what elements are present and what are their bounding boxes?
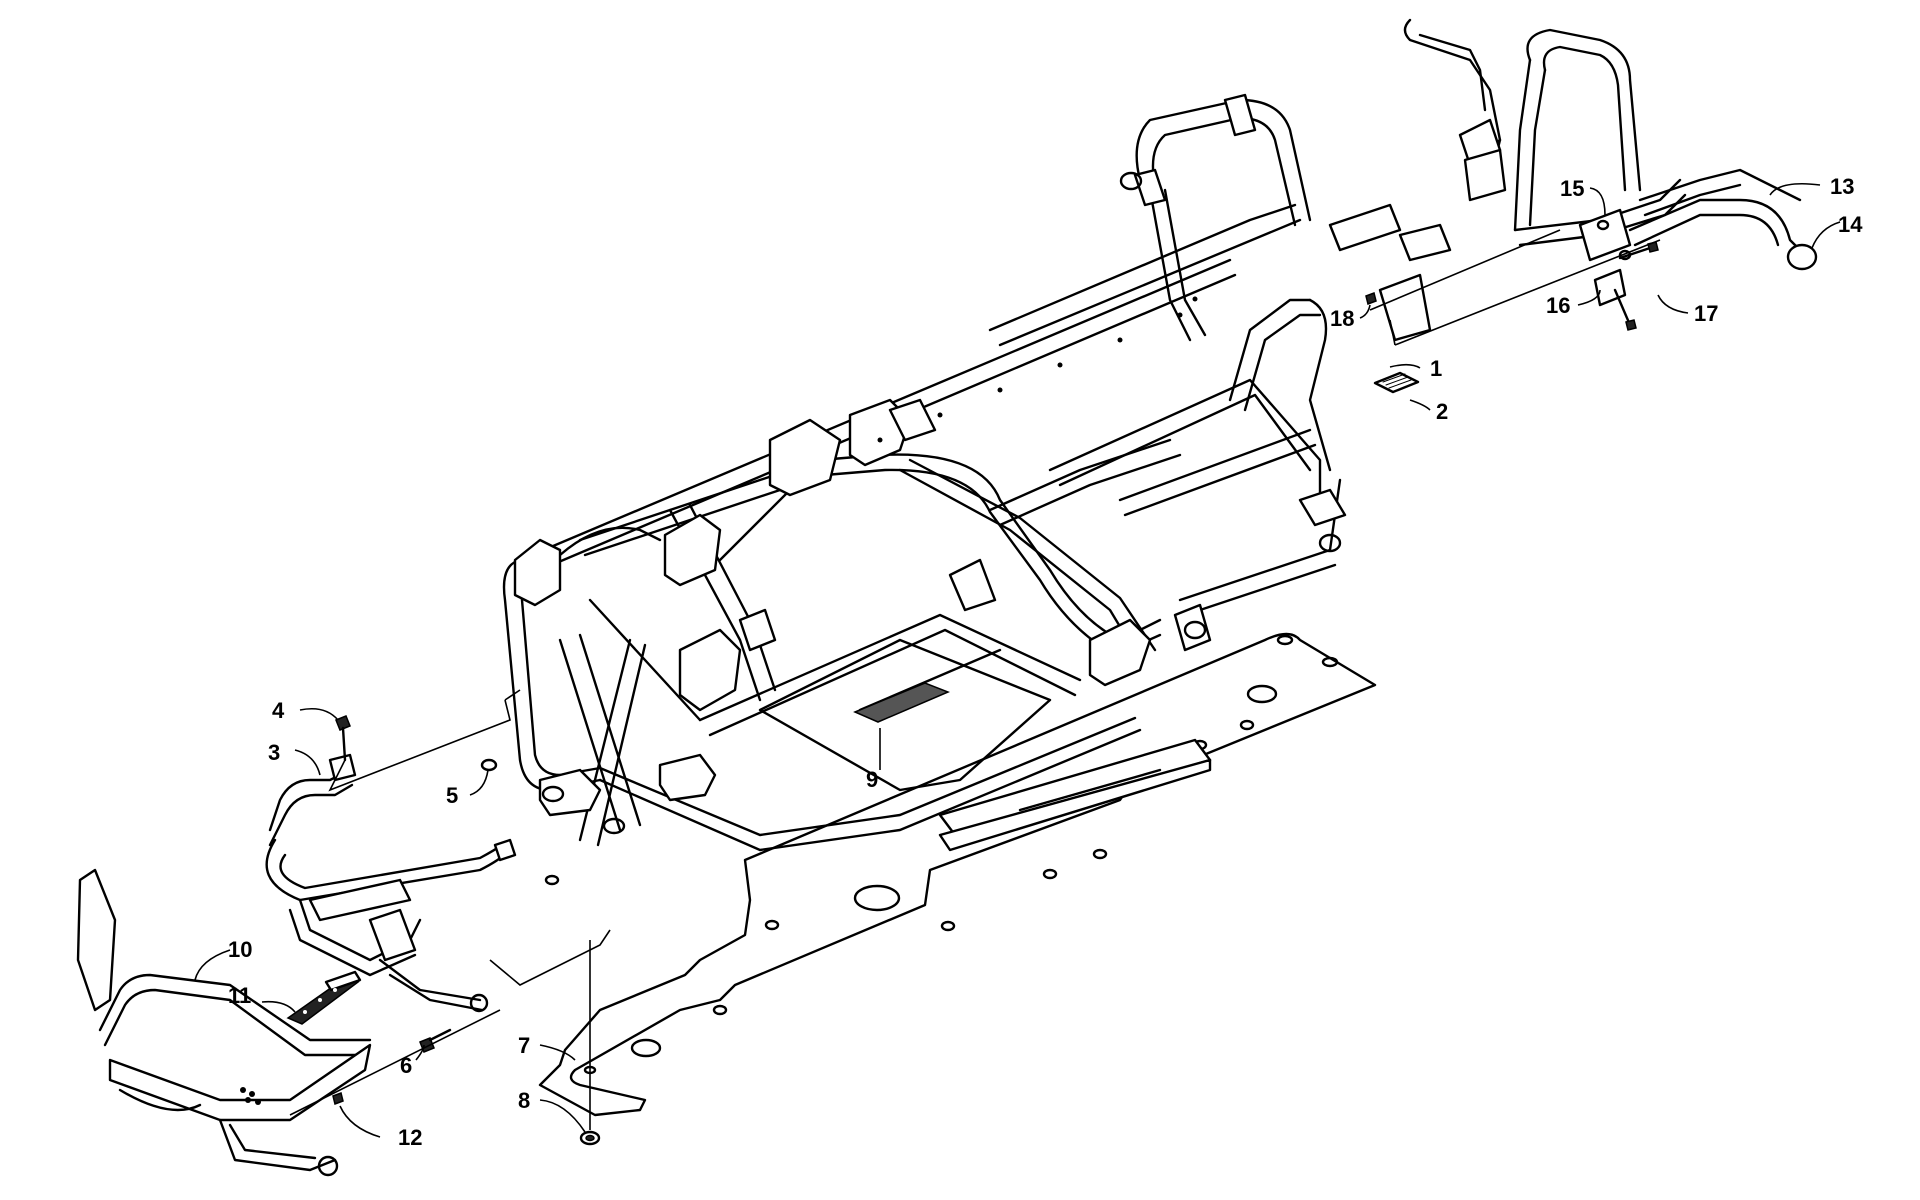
front-bumper	[265, 753, 517, 1013]
callout-numbers: 1 2 3 4 5 6 7 8 9 10 11 12 13 14 15 16 1…	[228, 174, 1863, 1150]
bolt-18	[1365, 292, 1377, 305]
callout-17: 17	[1694, 301, 1718, 326]
callout-16: 16	[1546, 293, 1570, 318]
callout-13: 13	[1830, 174, 1854, 199]
callout-3: 3	[268, 740, 280, 765]
callout-5: 5	[446, 783, 458, 808]
screw-12	[332, 1092, 344, 1105]
callout-leaders	[194, 182, 1841, 1138]
callout-6: 6	[400, 1053, 412, 1078]
callout-18: 18	[1330, 306, 1354, 331]
callout-11: 11	[228, 983, 251, 1008]
nut-8	[579, 1130, 601, 1146]
front-brush-guard	[76, 868, 372, 1177]
callout-12: 12	[398, 1125, 422, 1150]
callout-15: 15	[1560, 176, 1584, 201]
callout-7: 7	[518, 1033, 530, 1058]
callout-4: 4	[272, 698, 285, 723]
bolt-6	[419, 1028, 452, 1053]
end-cap-14	[1786, 243, 1818, 271]
mounting-bracket-11	[286, 970, 362, 1025]
bolt-4	[335, 715, 351, 762]
callout-9: 9	[866, 767, 878, 792]
skid-plate	[538, 632, 1377, 1117]
callout-10: 10	[228, 937, 252, 962]
main-frame	[502, 93, 1452, 886]
nut-5	[480, 758, 498, 772]
callout-14: 14	[1838, 212, 1863, 237]
assembly-lines	[289, 229, 1661, 1130]
callout-1: 1	[1430, 356, 1442, 381]
callout-8: 8	[518, 1088, 530, 1113]
callout-2: 2	[1436, 399, 1448, 424]
frame-label-decal	[1373, 371, 1420, 394]
